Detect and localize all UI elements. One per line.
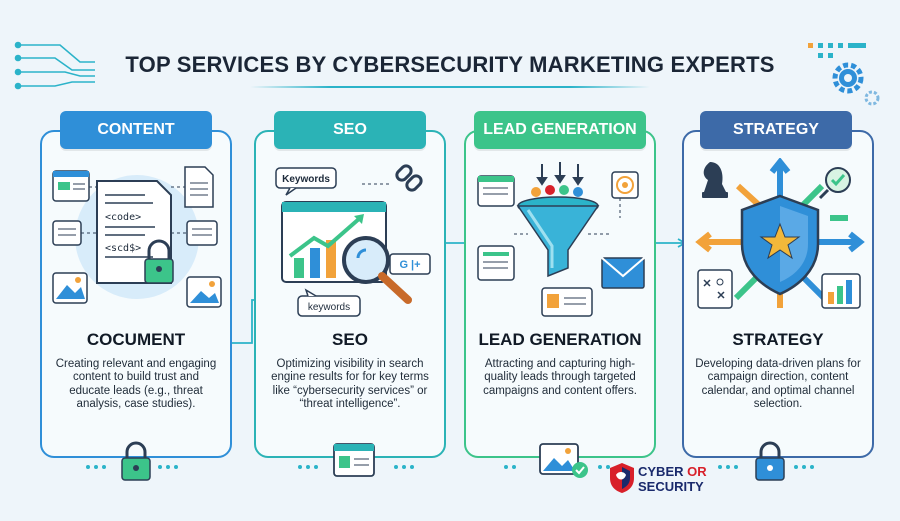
brand-word-security: SECURITY: [638, 479, 704, 494]
heading-lead-generation: LEAD GENERATION: [478, 330, 642, 349]
description-seo: Optimizing visibility in search engine r…: [271, 358, 429, 411]
content-illustration: <code> <scd$>: [52, 166, 222, 308]
g-plus-text: G |+: [399, 259, 420, 271]
flowchart-icon: [697, 269, 733, 309]
description-strategy: Developing data-driven plans for campaig…: [695, 358, 861, 411]
lock-icon: [144, 239, 174, 284]
brand-word-or: OR: [687, 464, 707, 479]
chess-knight-icon: [702, 162, 728, 198]
image-icon: [186, 276, 222, 308]
heading-strategy: STRATEGY: [732, 330, 824, 349]
shield-star-icon: [740, 194, 820, 296]
lock-icon: [755, 441, 785, 481]
target-icon: [611, 171, 639, 199]
arrow-down-icon: [536, 162, 584, 186]
document-icon: [52, 170, 90, 202]
image-icon: [52, 272, 88, 304]
strategy-illustration: [695, 158, 865, 309]
lock-icon: [121, 441, 151, 481]
magnifier-icon: [342, 236, 412, 304]
document-icon: [184, 166, 214, 208]
funnel-icon: [516, 196, 600, 278]
brand-text: CYBER OR SECURITY: [638, 464, 707, 494]
tag-lead-generation: LEAD GENERATION: [474, 111, 646, 149]
heading-content: COCUMENT: [86, 330, 186, 349]
page-title: TOP SERVICES BY CYBERSECURITY MARKETING …: [125, 52, 775, 77]
brand-word-cyber: CYBER: [638, 464, 684, 479]
image-icon: [539, 443, 588, 478]
tag-content: CONTENT: [60, 111, 212, 149]
dots-decor: [808, 43, 866, 58]
tag-strategy: STRATEGY: [700, 111, 852, 149]
brand-shield-icon: [610, 463, 634, 493]
circuit-icon: [14, 41, 95, 90]
description-content: Creating relevant and engaging content t…: [55, 358, 217, 411]
bar-chart-icon: [288, 214, 364, 278]
id-card-icon: [541, 287, 593, 317]
code-text: <scd$>: [105, 243, 141, 254]
id-card-icon: [333, 443, 375, 477]
brand-logo: CYBER OR SECURITY: [608, 459, 738, 499]
link-icon: [395, 164, 423, 192]
bottom-dots: [86, 465, 814, 469]
envelope-icon: [601, 257, 645, 289]
keywords-label-small: keywords: [308, 302, 350, 313]
code-text: <code>: [105, 212, 141, 223]
arrows-decor: [695, 158, 865, 308]
bar-chart-icon: [821, 273, 861, 309]
description-lead-generation: Attracting and capturing high-quality le…: [483, 358, 637, 397]
keywords-label: Keywords: [282, 174, 330, 185]
document-icon: <code> <scd$>: [96, 180, 172, 284]
heading-seo: SEO: [332, 330, 368, 349]
tag-seo: SEO: [274, 111, 426, 149]
gear-icon: [864, 90, 880, 106]
checkmark-icon: [572, 462, 588, 478]
seo-illustration: Keywords G |+ keywords: [275, 164, 431, 317]
title-underline: [250, 86, 650, 88]
people-icon: [531, 185, 583, 197]
lead-illustration: [477, 162, 645, 317]
gear-icon: [832, 62, 864, 94]
checkmark-icon: [818, 167, 851, 200]
